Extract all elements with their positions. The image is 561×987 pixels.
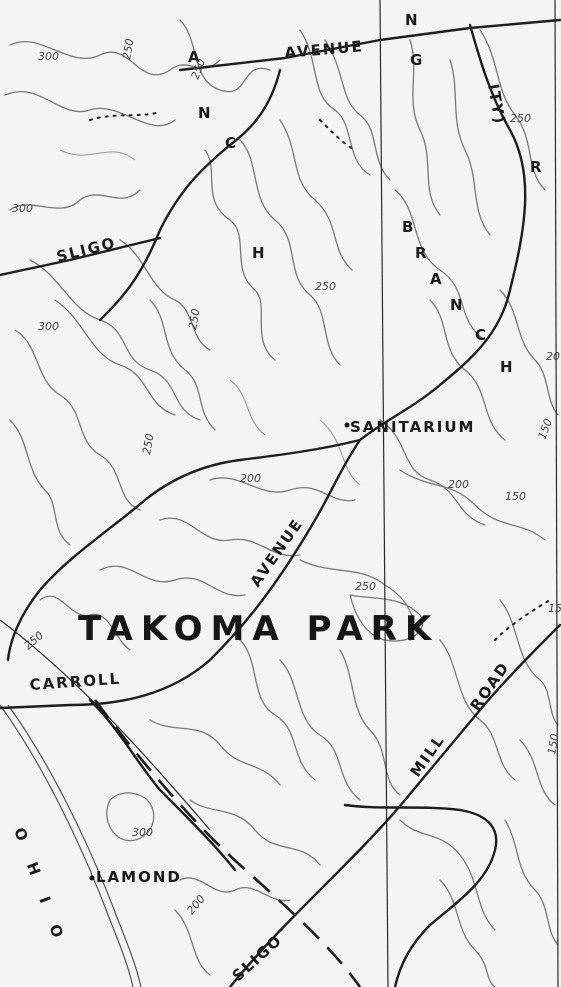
elev-250-topcol: 250 (120, 38, 136, 61)
dotted-path-center (319, 119, 356, 151)
elev-250-lowleft: 250 (22, 629, 46, 652)
elev-200-center: 200 (240, 472, 261, 485)
branch-letter-c: C (225, 134, 238, 152)
elev-150-bottomright: 150 (545, 733, 561, 756)
long-letter-n: N (405, 11, 420, 29)
elev-300-topleft: 300 (38, 50, 59, 63)
label-city-fragment: ITY) (484, 83, 509, 127)
roads (0, 18, 561, 987)
long-letter-a: A (430, 270, 444, 288)
label-ohio: OHIO (10, 825, 75, 962)
label-sligo-top: SLIGO (55, 234, 119, 266)
label-ohio-text: OHIO (10, 825, 75, 962)
label-sligo-bottom: SLIGO (229, 931, 286, 985)
branch-letter-n: N (198, 104, 213, 122)
elev-300-bottom: 300 (132, 826, 153, 839)
elev-300-left: 300 (12, 202, 33, 215)
elevation-labels: 300 250 250 300 300 250 250 250 200 200 … (12, 38, 561, 917)
sanitarium-marker (344, 422, 350, 428)
elev-20-edge: 20 (546, 350, 560, 363)
label-lamond: LAMOND (96, 868, 182, 886)
elev-250-topright: 250 (510, 112, 531, 125)
label-sligo-branch: A N C H (188, 48, 267, 262)
long-letter-n2: N (450, 296, 465, 314)
elev-250-mid: 250 (315, 280, 336, 293)
elev-150-right: 150 (505, 490, 526, 503)
elev-250-vert1: 250 (186, 308, 202, 331)
railroad (0, 704, 142, 987)
long-letter-r: R (415, 244, 429, 262)
label-carroll: CARROLL (29, 670, 122, 694)
elev-300-left2: 300 (38, 320, 59, 333)
elev-150-edge: 150 (536, 417, 555, 441)
elev-15-farright: 15 (548, 602, 561, 615)
lamond-marker (89, 875, 95, 881)
dotted-path-top (89, 111, 161, 121)
branch-letter-a: A (188, 48, 202, 66)
long-letter-c: C (475, 326, 488, 344)
elev-250-park: 250 (355, 580, 376, 593)
elev-200-bottom: 200 (184, 892, 207, 916)
long-letter-b: B (402, 218, 415, 236)
long-letter-h: H (500, 358, 515, 376)
district-boundary-dashed (93, 699, 362, 987)
label-avenue-top: AVENUE (284, 37, 365, 62)
label-takoma-park: TAKOMA PARK (78, 609, 439, 649)
branch-letter-h: H (252, 244, 267, 262)
label-sanitarium: SANITARIUM (350, 418, 475, 436)
elev-250-vert2: 250 (140, 433, 156, 456)
label-road: ROAD (467, 658, 514, 714)
contour-lines (4, 19, 559, 987)
label-long-branch: N G B R A N C H (402, 11, 515, 376)
long-letter-g: G (410, 51, 424, 69)
dotted-path-right (494, 599, 551, 641)
elev-200-right: 200 (448, 478, 469, 491)
label-city-r: R (530, 158, 544, 176)
